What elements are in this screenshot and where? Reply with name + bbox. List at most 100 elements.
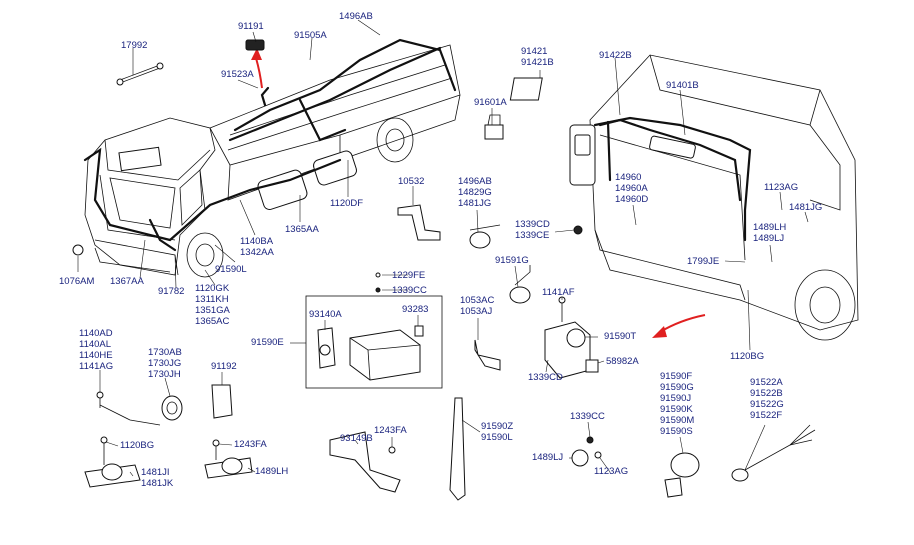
label-1120bg-right: 1120BG bbox=[730, 351, 765, 362]
label-1489lh-bottom: 1489LH bbox=[255, 466, 289, 477]
label-91522a-line: 91522A bbox=[750, 377, 783, 388]
label-1799je: 1799JE bbox=[687, 256, 720, 267]
part-1730ab-grommet bbox=[161, 395, 183, 421]
part-10532 bbox=[397, 204, 441, 241]
label-1140al-line: 1140AL bbox=[79, 339, 112, 350]
label-14960d-line: 14960D bbox=[615, 194, 649, 205]
part-91522a-wire bbox=[731, 424, 816, 482]
label-91590f-line: 91590F bbox=[660, 371, 693, 382]
part-17992 bbox=[116, 62, 164, 86]
part-91192 bbox=[211, 384, 233, 419]
label-14960-line: 14960 bbox=[615, 172, 642, 183]
label-1481ji-line: 1481JI bbox=[141, 467, 170, 478]
part-91591g bbox=[509, 265, 531, 304]
label-91421: 91421 91421B bbox=[521, 46, 554, 68]
part-1489lh-clamp bbox=[204, 439, 253, 479]
label-1123ag-bottom: 1123AG bbox=[594, 466, 629, 477]
label-1243fa-b: 1243FA bbox=[374, 425, 407, 436]
label-1481jg-right: 1481JG bbox=[789, 202, 823, 213]
part-1496ab-clamp bbox=[469, 224, 501, 249]
label-1481ji: 1481JI 1481JK bbox=[141, 467, 173, 489]
label-1730ab: 1730AB 1730JG 1730JH bbox=[148, 347, 182, 380]
label-1120gk-line: 1120GK bbox=[195, 283, 230, 294]
label-93149b: 93149B bbox=[340, 433, 373, 444]
label-58982a: 58982A bbox=[606, 356, 639, 367]
label-1481jk-line: 1481JK bbox=[141, 478, 174, 489]
part-1076am bbox=[72, 244, 84, 256]
part-91590z bbox=[449, 397, 466, 501]
label-1351ga-line: 1351GA bbox=[195, 305, 230, 316]
label-91422b: 91422B bbox=[599, 50, 632, 61]
part-1140ad bbox=[96, 391, 161, 426]
part-1481ji-clamp bbox=[84, 436, 141, 488]
label-91590g-line: 91590G bbox=[660, 382, 694, 393]
label-1489lh-line: 1489LH bbox=[753, 222, 787, 233]
part-91601a bbox=[484, 114, 504, 140]
label-1496ab-top: 1496AB bbox=[339, 11, 373, 22]
label-1053ac-line: 1053AC bbox=[460, 295, 495, 306]
label-91590t: 91590T bbox=[604, 331, 637, 342]
highlight-arrow-bottom bbox=[652, 314, 706, 338]
label-91590e: 91590E bbox=[251, 337, 284, 348]
label-91782: 91782 bbox=[158, 286, 185, 297]
label-1730jg-line: 1730JG bbox=[148, 358, 182, 369]
label-91590m-line: 91590M bbox=[660, 415, 695, 426]
label-14960a-line: 14960A bbox=[615, 183, 648, 194]
label-91590l: 91590L bbox=[215, 264, 247, 275]
truck-chassis-illustration bbox=[83, 38, 461, 278]
label-1481jg-line: 1481JG bbox=[458, 198, 492, 209]
label-1120bg-left: 1120BG bbox=[120, 440, 155, 451]
label-1730ab-line: 1730AB bbox=[148, 347, 182, 358]
label-91590j-line: 91590J bbox=[660, 393, 692, 404]
part-1339cd bbox=[573, 225, 583, 235]
label-1365aa: 1365AA bbox=[285, 224, 319, 235]
cab-rear-illustration bbox=[569, 54, 859, 341]
label-1123ag-right: 1123AG bbox=[764, 182, 799, 193]
highlight-arrow-top bbox=[245, 39, 265, 89]
label-91590z-line: 91590Z bbox=[481, 421, 514, 432]
label-1339cc-bottom: 1339CC bbox=[570, 411, 605, 422]
label-91590s-line: 91590S bbox=[660, 426, 693, 437]
label-1496ab-group: 1496AB 14829G 1481JG bbox=[458, 176, 492, 209]
label-91192: 91192 bbox=[211, 361, 237, 372]
label-93283: 93283 bbox=[402, 304, 429, 315]
label-91590k-line: 91590K bbox=[660, 404, 693, 415]
part-91421 bbox=[509, 77, 543, 101]
label-1141ag-line: 1141AG bbox=[79, 361, 114, 372]
label-1140ba: 1140BA 1342AA bbox=[240, 236, 274, 258]
label-1342aa-line: 1342AA bbox=[240, 247, 274, 258]
label-1120gk: 1120GK 1311KH 1351GA 1365AC bbox=[195, 283, 230, 327]
label-1053aj-line: 1053AJ bbox=[460, 306, 493, 317]
label-1141af: 1141AF bbox=[542, 287, 575, 298]
label-1339cd-line: 1339CD bbox=[515, 219, 550, 230]
label-91523a: 91523A bbox=[221, 69, 254, 80]
label-91590z: 91590Z 91590L bbox=[481, 421, 513, 443]
label-1489lj-bottom: 1489LJ bbox=[532, 452, 564, 463]
label-91601a: 91601A bbox=[474, 97, 507, 108]
label-1489lj-line: 1489LJ bbox=[753, 233, 785, 244]
label-1489lh: 1489LH 1489LJ bbox=[753, 222, 786, 244]
label-1140ba-line: 1140BA bbox=[240, 236, 274, 247]
label-1339cd-bottom: 1339CD bbox=[528, 372, 563, 383]
label-91522g-line: 91522G bbox=[750, 399, 784, 410]
label-1339cc-top: 1339CC bbox=[392, 285, 427, 296]
label-91522a: 91522A 91522B 91522G 91522F bbox=[750, 377, 784, 421]
label-93140a: 93140A bbox=[309, 309, 342, 320]
part-93149b bbox=[329, 431, 401, 493]
label-10532: 10532 bbox=[398, 176, 425, 187]
label-1229fe: 1229FE bbox=[392, 270, 426, 281]
label-91421b-line: 91421B bbox=[521, 57, 554, 68]
label-14960: 14960 14960A 14960D bbox=[615, 172, 648, 205]
part-91590f-clamp bbox=[664, 452, 700, 498]
label-91401b: 91401B bbox=[666, 80, 699, 91]
label-1339ce-line: 1339CE bbox=[515, 230, 550, 241]
label-91421-line: 91421 bbox=[521, 46, 548, 57]
label-91505a: 91505A bbox=[294, 30, 327, 41]
label-1120df: 1120DF bbox=[330, 198, 364, 209]
part-1053ac bbox=[474, 339, 501, 371]
label-91522b-line: 91522B bbox=[750, 388, 783, 399]
part-91590t-bracket bbox=[544, 296, 599, 379]
part-91590e-relay-box bbox=[305, 272, 443, 389]
label-17992: 17992 bbox=[121, 40, 148, 51]
